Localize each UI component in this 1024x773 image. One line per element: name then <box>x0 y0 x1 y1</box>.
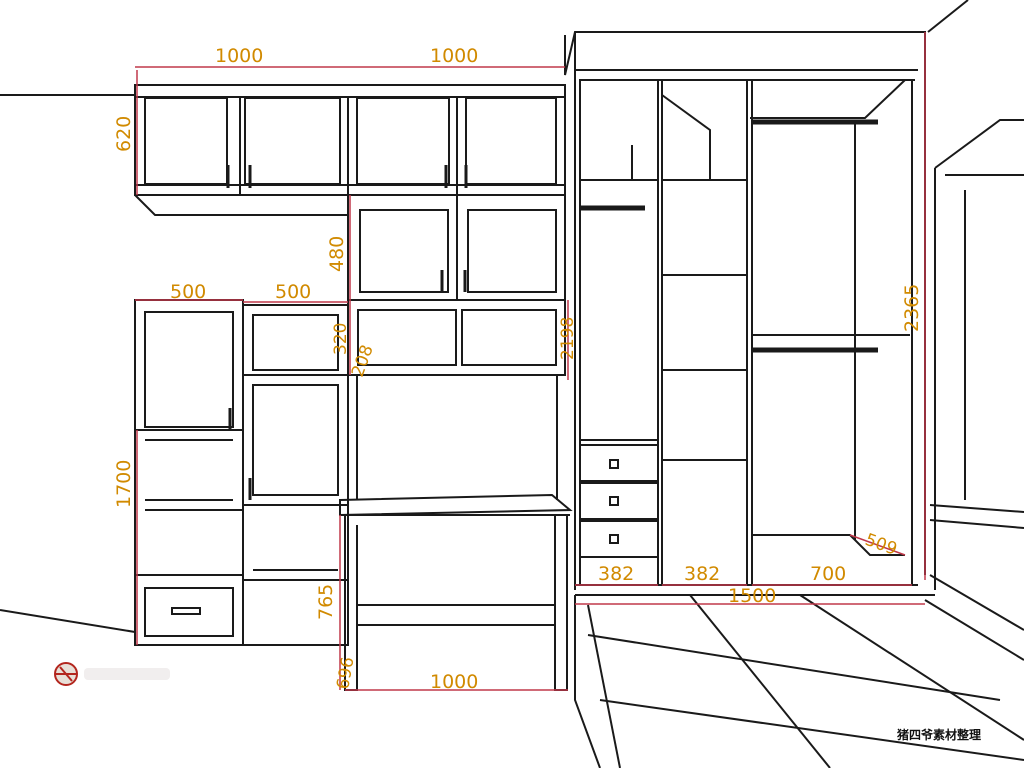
dim-top-left-width: 1000 <box>215 45 263 67</box>
dim-desk-width: 1000 <box>430 671 478 693</box>
top-door-2 <box>244 97 341 185</box>
watermark-text-shape <box>84 668 170 680</box>
wardrobe-col-1 <box>579 79 659 586</box>
mid-door-1 <box>359 209 449 293</box>
top-door-1 <box>144 97 228 185</box>
dim-lower-left-height: 1700 <box>113 460 135 508</box>
bed-base <box>929 574 1024 631</box>
dim-desk-hutch-height: 2198 <box>558 317 578 360</box>
drawer-handle <box>171 607 201 615</box>
tatami-edge <box>574 595 601 769</box>
mid-door-2 <box>467 209 557 293</box>
desk-top <box>339 493 573 517</box>
wardrobe-col-2 <box>661 79 748 586</box>
watermark-logo <box>54 662 170 686</box>
dim-second-col-width: 500 <box>275 281 311 303</box>
dimension-lines <box>135 32 926 691</box>
bed-top <box>929 504 1024 513</box>
second-door <box>252 384 339 496</box>
bed-edge <box>929 519 1024 529</box>
top-cabinet-body <box>134 84 566 196</box>
wardrobe-drawer-3 <box>579 520 659 558</box>
window-frame <box>934 119 1024 169</box>
wardrobe-col-3 <box>751 79 913 586</box>
left-drawer <box>144 587 234 637</box>
dim-upper-height: 620 <box>113 116 135 152</box>
floor-line <box>0 609 136 633</box>
door-handles <box>226 165 468 500</box>
dim-shelf-height: 320 <box>331 323 351 355</box>
top-door-4 <box>465 97 557 185</box>
dim-wardrobe-depth: 509 <box>862 530 899 560</box>
dim-mid-height: 480 <box>326 236 348 272</box>
top-door-3 <box>356 97 450 185</box>
hanging-rods <box>580 119 878 353</box>
left-tall-door <box>144 311 234 428</box>
dim-col2-width: 382 <box>684 563 720 585</box>
dimension-labels: 1000 1000 620 480 500 500 320 208 2198 1… <box>113 45 923 693</box>
dim-desk-height: 765 <box>315 584 337 620</box>
dim-top-right-width: 1000 <box>430 45 478 67</box>
dim-desk-depth: 696 <box>333 655 358 690</box>
wardrobe-drawer-1 <box>579 444 659 482</box>
dim-left-col-width: 500 <box>170 281 206 303</box>
dim-wardrobe-width: 1500 <box>728 585 776 607</box>
dim-wardrobe-height: 2365 <box>901 284 923 332</box>
dim-col1-width: 382 <box>598 563 634 585</box>
wardrobe-drawer-2 <box>579 482 659 520</box>
caption: 猪四爷素材整理 <box>897 728 982 742</box>
ceiling-corner <box>927 0 969 33</box>
dim-col3-width: 700 <box>810 563 846 585</box>
left-tall-cabinet <box>134 299 244 646</box>
desk-leg-right <box>554 515 568 691</box>
